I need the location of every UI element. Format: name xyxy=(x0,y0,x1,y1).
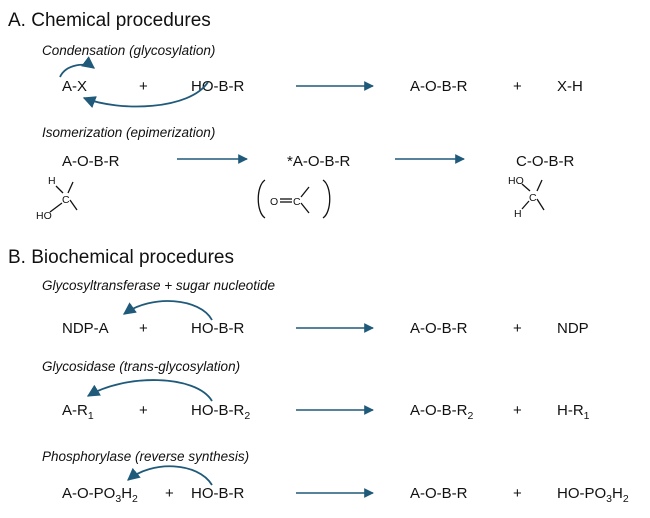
isomerization-product: C-O-B-R xyxy=(516,153,574,170)
glycosyltransferase-reactant-ho-b-r: HO-B-R xyxy=(191,320,244,337)
condensation-product-a-o-b-r: A-O-B-R xyxy=(410,78,468,95)
condensation-plus-1: + xyxy=(139,78,148,95)
curved-arrow-leaving xyxy=(59,56,96,78)
phosphorylase-reactant-1: A-O-PO3H2 xyxy=(62,485,138,505)
carbonyl-bond-up xyxy=(300,186,310,198)
stereo-left-ho: HO xyxy=(36,210,52,222)
carbonyl-o: O xyxy=(270,196,278,208)
glycosidase-title: Glycosidase (trans-glycosylation) xyxy=(42,359,240,374)
glycosidase-product-1: A-O-B-R2 xyxy=(410,402,474,422)
isomerization-intermediate: *A-O-B-R xyxy=(287,153,351,170)
stereo-right-h: H xyxy=(514,208,522,220)
glycosidase-reactant-2: HO-B-R2 xyxy=(191,402,250,422)
condensation-plus-2: + xyxy=(513,78,522,95)
stereo-left-bond-up xyxy=(67,181,74,194)
bracket-right xyxy=(322,179,331,219)
condensation-reactant-a-x: A-X xyxy=(62,78,87,95)
glycosyltransferase-reactant-ndp-a: NDP-A xyxy=(62,320,109,337)
stereo-right-ho: HO xyxy=(508,175,524,187)
stereo-left-bond-h xyxy=(55,185,64,194)
curved-arrow-attack xyxy=(82,81,209,108)
isomerization-start: A-O-B-R xyxy=(62,153,120,170)
glycosyltransferase-title: Glycosyltransferase + sugar nucleotide xyxy=(42,278,275,293)
phosphorylase-reactant-2: HO-B-R xyxy=(191,485,244,502)
phosphorylase-curved-arrow xyxy=(127,465,213,486)
section-b-title: B. Biochemical procedures xyxy=(8,247,234,268)
glycosidase-plus-2: + xyxy=(513,402,522,419)
stereo-left-c: C xyxy=(62,194,70,206)
stereo-left-bond-ho xyxy=(49,202,63,213)
phosphorylase-plus-1: + xyxy=(165,485,174,502)
stereo-right-c: C xyxy=(529,192,537,204)
carbonyl-c: C xyxy=(293,196,301,208)
glycosidase-product-2: H-R1 xyxy=(557,402,590,422)
condensation-title: Condensation (glycosylation) xyxy=(42,43,215,58)
glycosyltransferase-plus-2: + xyxy=(513,320,522,337)
stereo-right-bond-ho xyxy=(521,183,531,192)
phosphorylase-title: Phosphorylase (reverse synthesis) xyxy=(42,449,249,464)
glycosyltransferase-product-ndp: NDP xyxy=(557,320,589,337)
stereo-left-bond-down xyxy=(69,199,78,211)
glycosidase-plus-1: + xyxy=(139,402,148,419)
glycosyltransferase-product-a-o-b-r: A-O-B-R xyxy=(410,320,468,337)
phosphorylase-product-2: HO-PO3H2 xyxy=(557,485,629,505)
phosphorylase-product-1: A-O-B-R xyxy=(410,485,468,502)
stereo-right-bond-up xyxy=(536,179,543,192)
condensation-product-x-h: X-H xyxy=(557,78,583,95)
condensation-reactant-ho-b-r: HO-B-R xyxy=(191,78,244,95)
glycosidase-reactant-1: A-R1 xyxy=(62,402,94,422)
section-a-title: A. Chemical procedures xyxy=(8,10,211,31)
stereo-right-bond-h xyxy=(521,200,530,210)
glycosyltransferase-curved-arrow xyxy=(122,300,213,321)
phosphorylase-plus-2: + xyxy=(513,485,522,502)
stereo-left-h: H xyxy=(48,175,56,187)
glycosyltransferase-plus-1: + xyxy=(139,320,148,337)
glycosidase-curved-arrow xyxy=(86,379,213,402)
bracket-left xyxy=(257,179,266,219)
isomerization-title: Isomerization (epimerization) xyxy=(42,125,215,140)
stereo-right-bond-down xyxy=(536,198,545,211)
carbonyl-bond-down xyxy=(300,202,310,214)
